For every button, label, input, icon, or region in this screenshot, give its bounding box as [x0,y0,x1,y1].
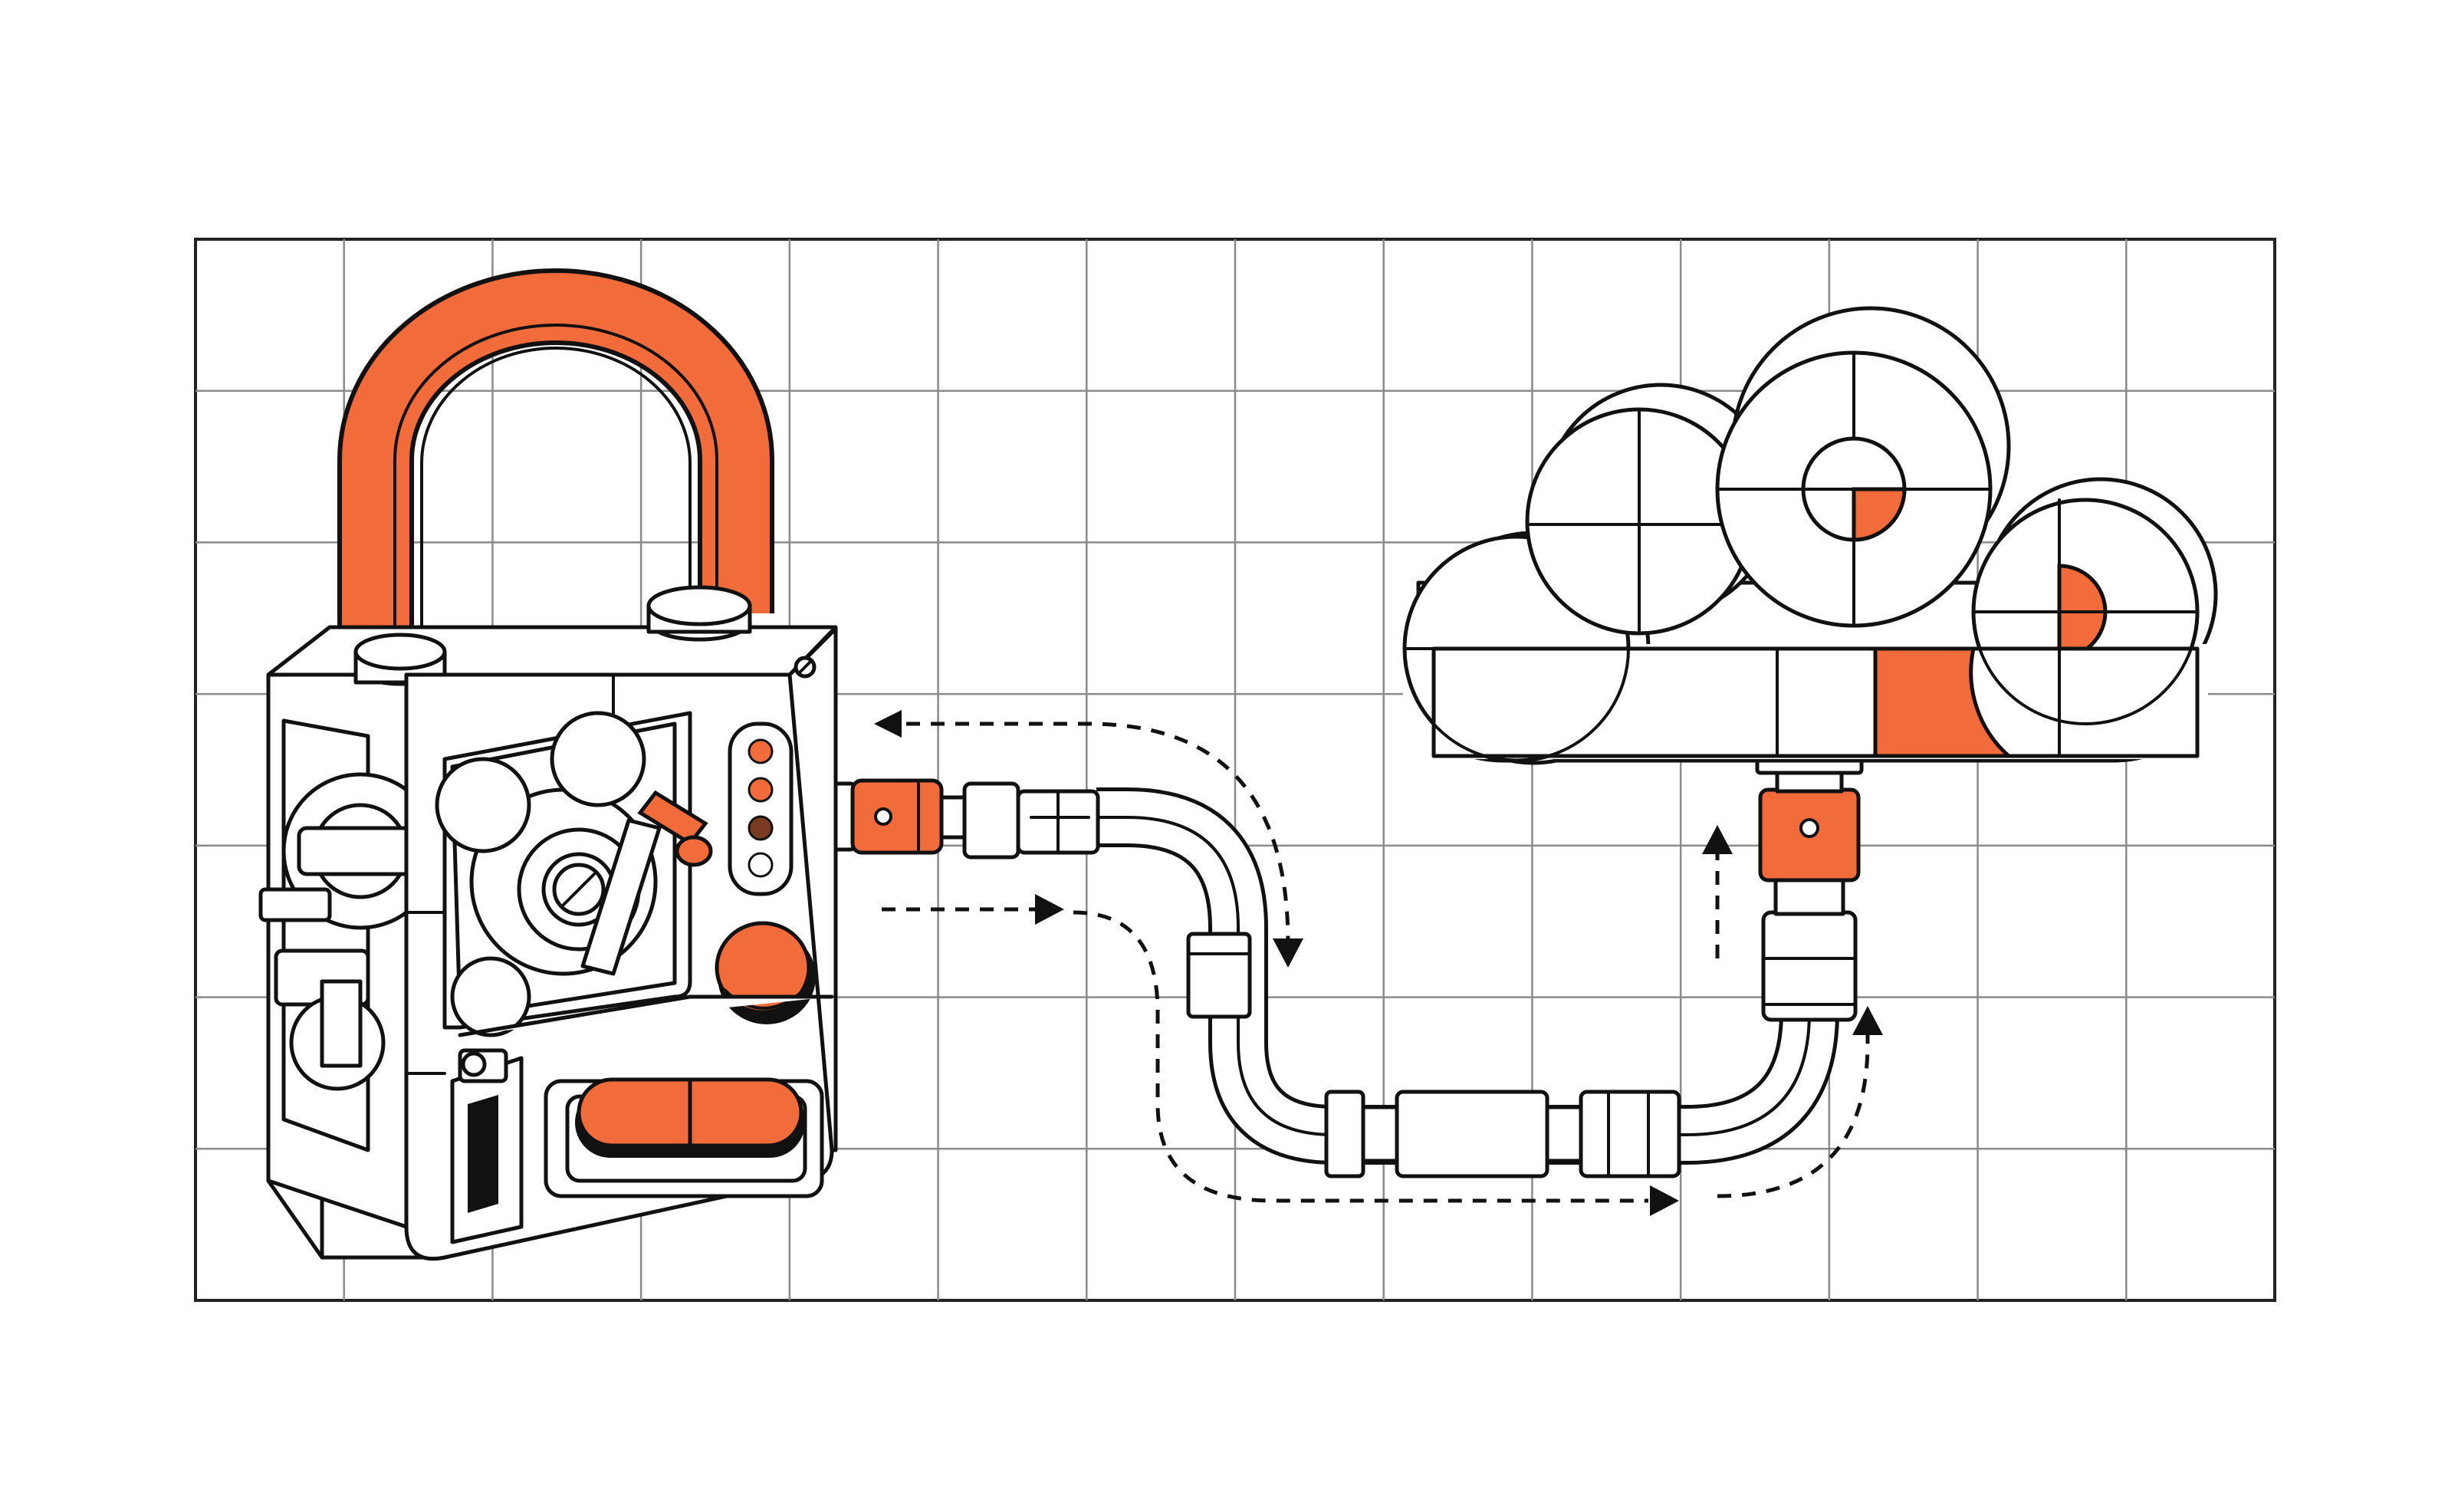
cloud-accent-quarter [1852,487,1907,542]
inline-connector [1324,1090,1681,1178]
round-button[interactable] [715,921,816,1024]
status-led-2 [748,777,774,803]
cloud-circle-mid [1525,407,1753,636]
cable [830,752,1864,1178]
cloud-front-strip [1431,646,2200,758]
status-led-3 [748,815,774,841]
screw-top [794,656,817,679]
key-slot [450,1048,524,1244]
arrow-head-down [1273,938,1303,968]
padlock-icon [258,268,838,1261]
shackle-base-left [353,633,447,686]
arrow-head-right-bottom [1650,1185,1679,1216]
padlock-top [266,625,838,677]
slider-button[interactable] [575,1077,805,1158]
side-gear-icon [258,772,439,1091]
arrow-head-up [1852,1006,1883,1035]
cloud-circle-top [1715,350,1993,628]
lever [580,790,713,976]
arrow-head-right [1035,894,1064,925]
arrow-head-up-cloud [1702,825,1733,854]
status-led-1 [748,738,774,764]
padlock-shackle [337,268,774,659]
status-led-strip [728,721,794,896]
cable-ferrule-1 [1186,932,1252,1019]
gear-window [435,711,713,1037]
flow-arrow-bottom [1073,910,1648,1203]
flow-arrows [874,710,1883,1216]
status-led-4 [748,852,774,878]
shackle-base-right [646,585,752,642]
arrow-head-left [874,710,902,738]
padlock-plug [830,778,1100,860]
cloud-accent-block [1873,646,2014,758]
padlock-plug-collar [850,778,944,855]
cloud-plug [1755,752,1864,1022]
flow-arrow-rise [1717,1027,1870,1198]
cloud-icon [1402,306,2218,765]
cable-tube-core [1096,816,1811,1136]
